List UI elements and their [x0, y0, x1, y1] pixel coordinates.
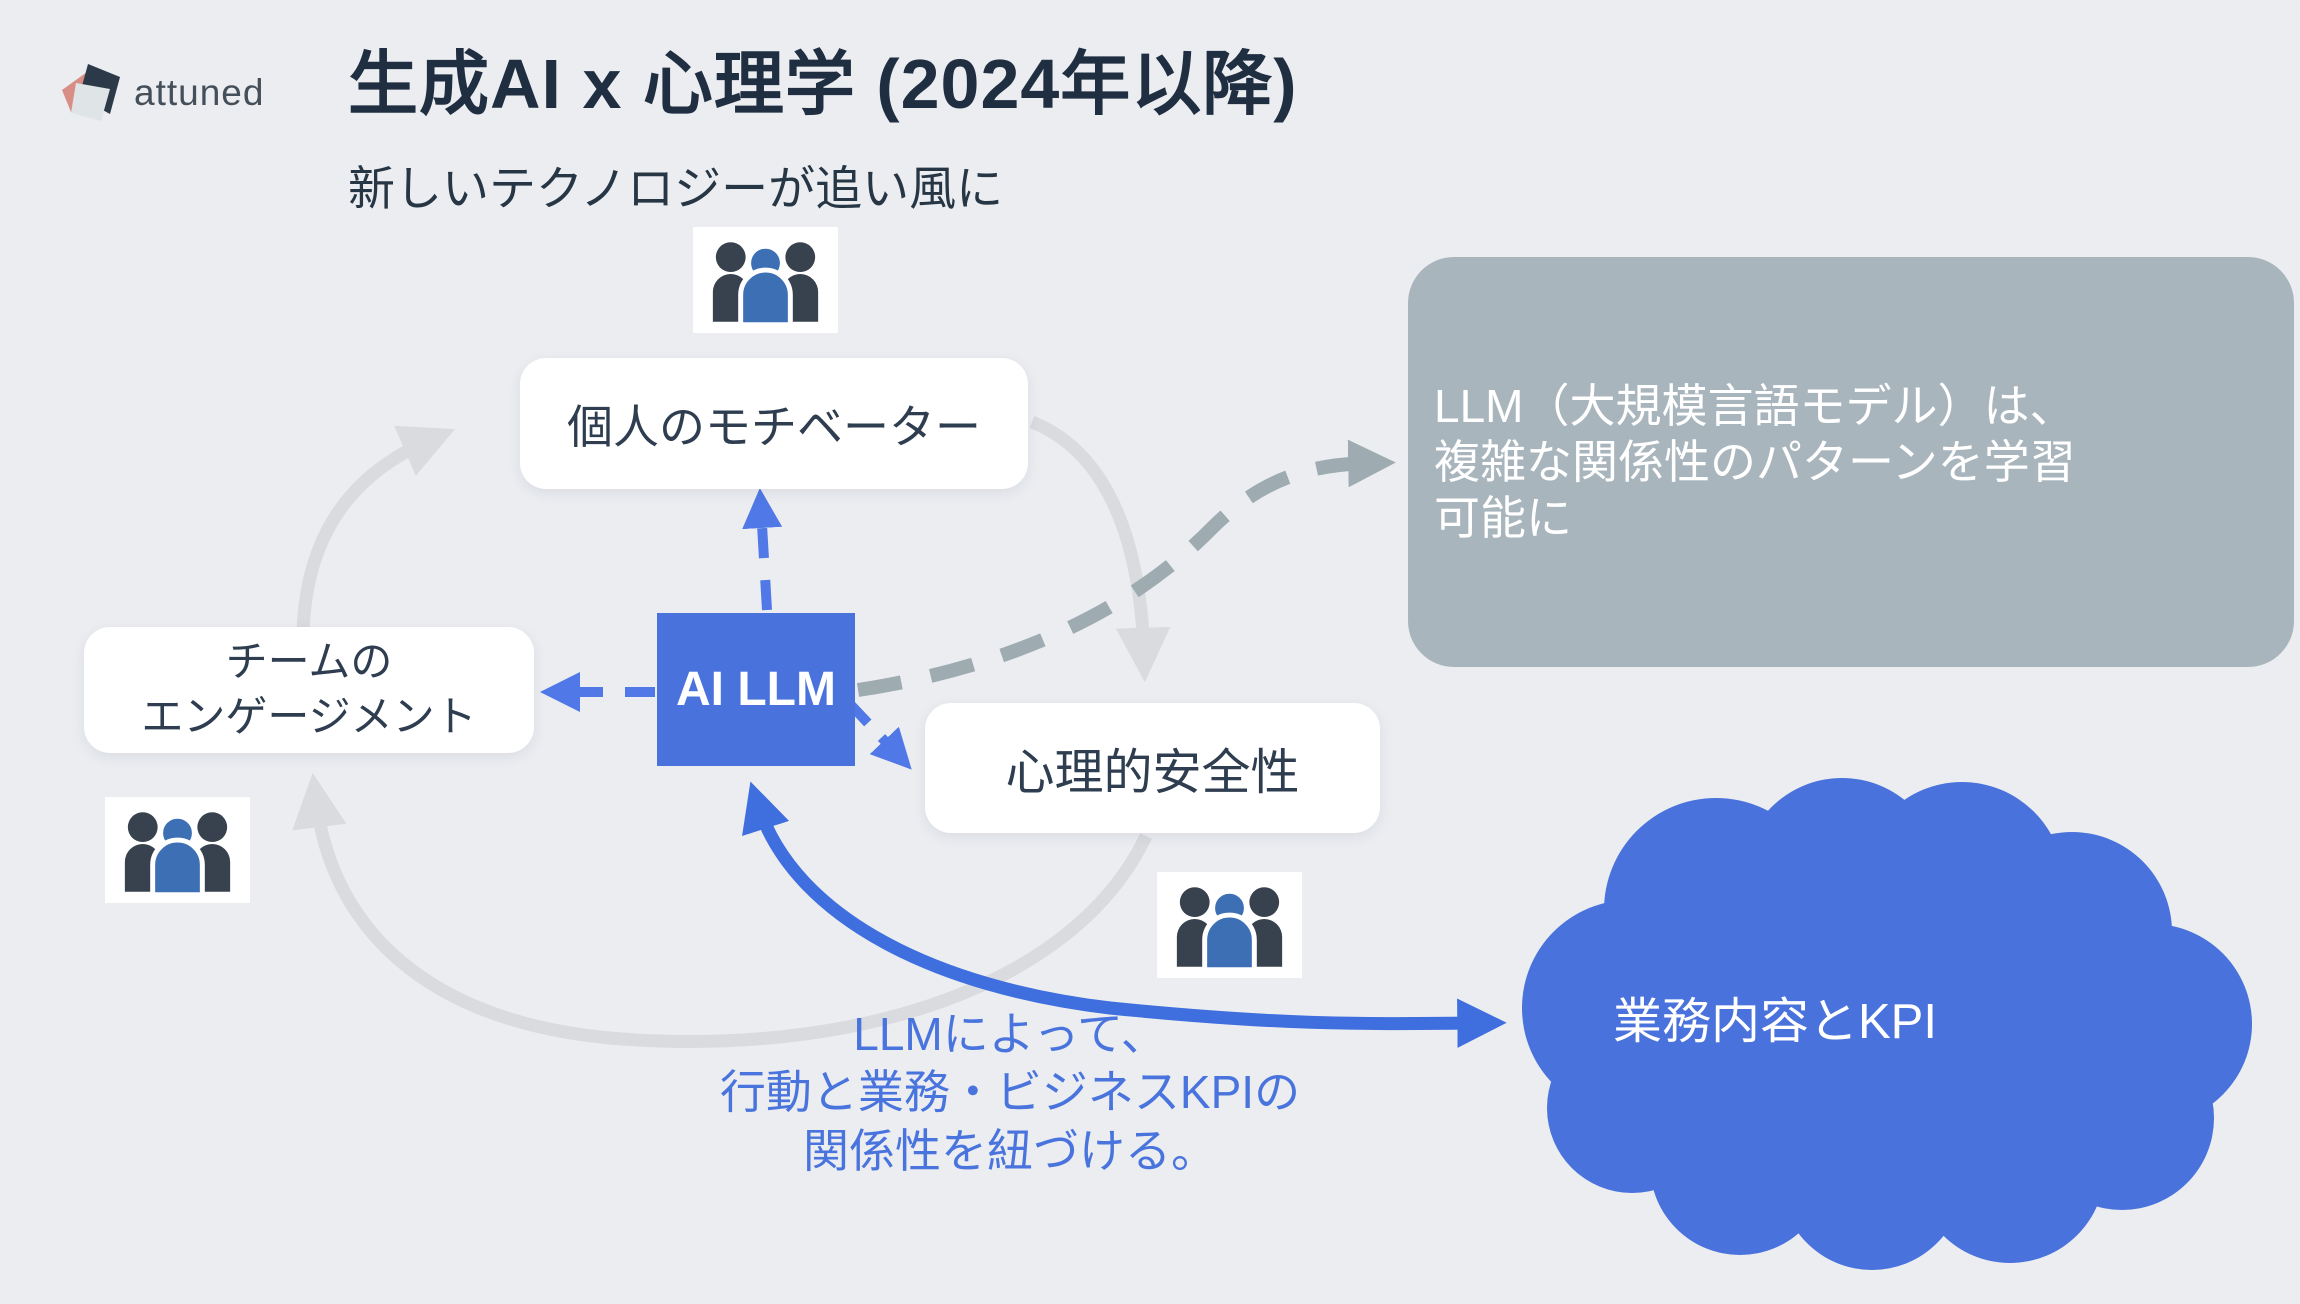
people-group-icon: [1157, 872, 1302, 978]
kpi-cloud-shape: [1522, 778, 2252, 1270]
page-subtitle: 新しいテクノロジーが追い風に: [348, 162, 1004, 215]
attuned-logo-icon: [62, 64, 120, 121]
node-personal-motivators: 個人のモチベーター: [520, 358, 1028, 489]
cycle-arc-team-to-personal: [296, 425, 456, 633]
node-business-kpi-cloud: 業務内容とKPI: [1613, 995, 1937, 1049]
people-group-icon: [105, 797, 250, 903]
logo: attuned: [58, 62, 264, 124]
llm-kpi-double-arrow: [742, 781, 1507, 1048]
llm-to-safety-dashed-arrow: [846, 700, 912, 770]
llm-to-callout-dashed-arrow: [856, 439, 1396, 697]
llm-to-personal-dashed-arrow: [742, 488, 783, 611]
llm-kpi-caption: LLMによって、 行動と業務・ビジネスKPIの 関係性を紐づける。: [719, 1008, 1301, 1177]
node-ai-llm: AI LLM: [657, 613, 855, 766]
llm-callout-box: LLM（大規模言語モデル）は、 複雑な関係性のパターンを学習 可能に: [1408, 257, 2294, 667]
node-psychological-safety: 心理的安全性: [925, 703, 1380, 833]
node-team-engagement: チームの エンゲージメント: [84, 627, 534, 753]
people-group-icon: [693, 227, 838, 333]
cycle-arc-personal-to-safety: [1029, 415, 1171, 683]
brand-name: attuned: [134, 72, 265, 113]
page-title: 生成AI x 心理学 (2024年以降): [348, 45, 1298, 123]
